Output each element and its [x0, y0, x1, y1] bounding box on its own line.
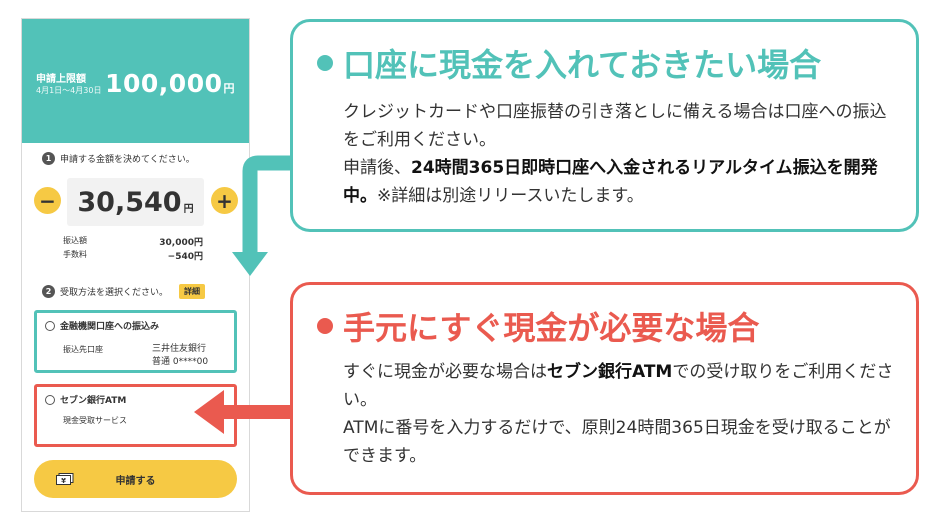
plus-icon: + [216, 188, 233, 213]
callout-account-title: 口座に現金を入れておきたい場合 [317, 40, 821, 86]
fee-value: −540円 [167, 252, 203, 262]
bank-dest-name: 三井住友銀行 [152, 344, 207, 354]
callout-cash-title: 手元にすぐ現金が必要な場合 [317, 303, 759, 349]
callout-cash: 手元にすぐ現金が必要な場合 すぐに現金が必要な場合はセブン銀行ATMでの受け取り… [290, 282, 919, 495]
amount-value: 30,540 [77, 186, 182, 218]
limit-amount-unit: 円 [223, 82, 235, 95]
cash-p1-post: での受け取りをご利用ください。 [343, 362, 894, 410]
step2-label: 受取方法を選択ください。 [60, 288, 169, 298]
bank-dest-label: 振込先口座 [63, 345, 103, 354]
amount-unit: 円 [183, 203, 194, 215]
money-icon: ¥ [56, 473, 74, 485]
acc-p2-pre: 申請後、 [343, 158, 411, 178]
limit-amount-value: 100,000 [105, 69, 223, 98]
step1-number: 1 [42, 152, 55, 165]
bank-radio[interactable] [45, 321, 55, 331]
callout-cash-title-text: 手元にすぐ現金が必要な場合 [343, 309, 760, 347]
transfer-value: 30,000円 [159, 238, 203, 248]
seven-option-title: セブン銀行ATM [60, 396, 127, 406]
limit-label: 申請上限額 [36, 74, 86, 85]
fee-label: 手数料 [63, 250, 87, 259]
cash-p1-pre: すぐに現金が必要な場合は [343, 362, 547, 382]
step1-heading: 1 申請する金額を決めてください。 [42, 152, 195, 165]
bullet-dot-icon [317, 318, 333, 334]
callout-cash-paragraph-1: すぐに現金が必要な場合はセブン銀行ATMでの受け取りをご利用ください。 [343, 358, 903, 414]
apply-button[interactable]: ¥ 申請する [34, 460, 237, 498]
limit-header: 申請上限額 4月1日〜4月30日 100,000円 [22, 19, 249, 143]
bullet-dot-icon [317, 55, 333, 71]
step1-label: 申請する金額を決めてください。 [60, 155, 195, 165]
bank-option-title: 金融機関口座への振込み [60, 322, 160, 332]
option-bank-transfer[interactable]: 金融機関口座への振込み 振込先口座 三井住友銀行 普通 0****00 [34, 310, 237, 373]
callout-account-paragraph-2: 申請後、24時間365日即時口座へ入金されるリアルタイム振込を開発中。※詳細は別… [343, 154, 903, 210]
fee-row: 手数料 −540円 [63, 249, 203, 262]
limit-amount: 100,000円 [105, 69, 235, 98]
seven-radio[interactable] [45, 395, 55, 405]
amount-display: 30,540 円 [67, 178, 204, 226]
acc-p2-post: ※詳細は別途リリースいたします。 [377, 186, 644, 206]
detail-button[interactable]: 詳細 [179, 284, 206, 299]
increase-amount-button[interactable]: + [211, 187, 238, 214]
step2-heading: 2 受取方法を選択ください。 詳細 [42, 284, 206, 299]
step2-number: 2 [42, 285, 55, 298]
decrease-amount-button[interactable]: − [34, 187, 61, 214]
svg-text:¥: ¥ [61, 477, 66, 485]
apply-label: 申請する [115, 475, 156, 487]
callout-cash-paragraph-2: ATMに番号を入力するだけで、原則24時間365日現金を受け取ることができます。 [343, 418, 891, 466]
seven-service-label: 現金受取サービス [63, 416, 127, 425]
arrow-down-icon [232, 155, 327, 276]
limit-period: 4月1日〜4月30日 [36, 86, 102, 95]
bank-dest-account: 普通 0****00 [152, 357, 209, 367]
callout-account-title-text: 口座に現金を入れておきたい場合 [343, 46, 822, 84]
callout-account-paragraph-1: クレジットカードや口座振替の引き落としに備える場合は口座への振込をご利用ください… [343, 102, 887, 150]
callout-account: 口座に現金を入れておきたい場合 クレジットカードや口座振替の引き落としに備える場… [290, 19, 919, 232]
cash-p1-bold: セブン銀行ATM [547, 362, 673, 382]
minus-icon: − [39, 188, 56, 213]
transfer-row: 振込額 30,000円 [63, 235, 203, 248]
acc-p2-bold: 24時間365日即時口座へ入金されるリアルタイム振込を開発中。 [343, 158, 878, 206]
transfer-label: 振込額 [63, 236, 87, 245]
